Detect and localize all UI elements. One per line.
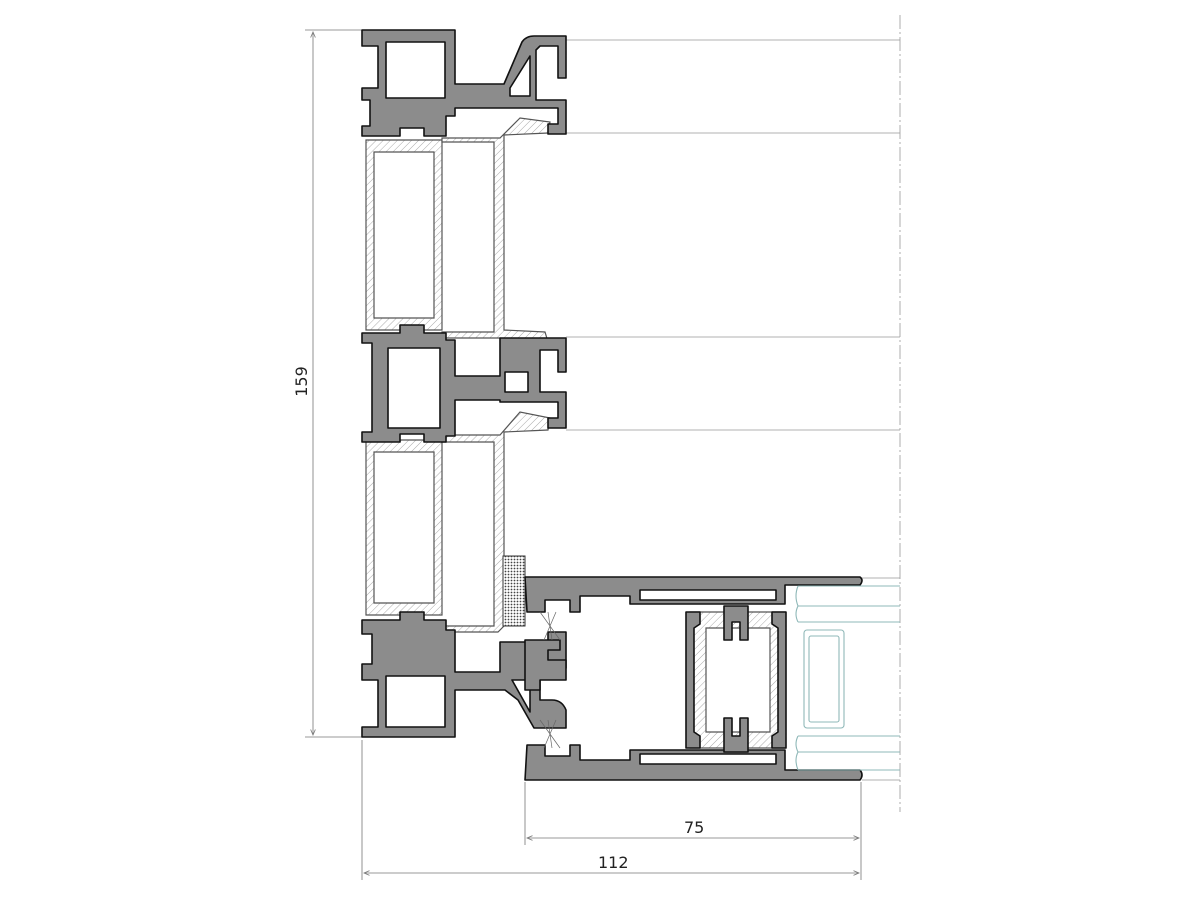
sash-outer-profile <box>524 576 863 613</box>
bottom-frame-node <box>361 611 567 738</box>
sash-profile <box>524 576 863 781</box>
sash-inner-profile <box>524 744 863 781</box>
frame-profile <box>361 29 567 738</box>
middle-frame-node <box>361 324 567 443</box>
total-width-dimension-label: 112 <box>598 853 629 872</box>
thermal-break-panels <box>365 117 551 633</box>
reference-lines <box>566 15 901 812</box>
gasket-block <box>502 555 526 627</box>
sash-width-dimension-label: 75 <box>684 818 705 837</box>
glazing-unit <box>795 585 900 771</box>
top-frame-node <box>361 29 567 137</box>
gasket-fibres <box>539 611 561 749</box>
dimension-lines <box>305 29 862 880</box>
height-dimension-label: 159 <box>291 366 311 397</box>
sash-thermal-break <box>689 611 786 749</box>
